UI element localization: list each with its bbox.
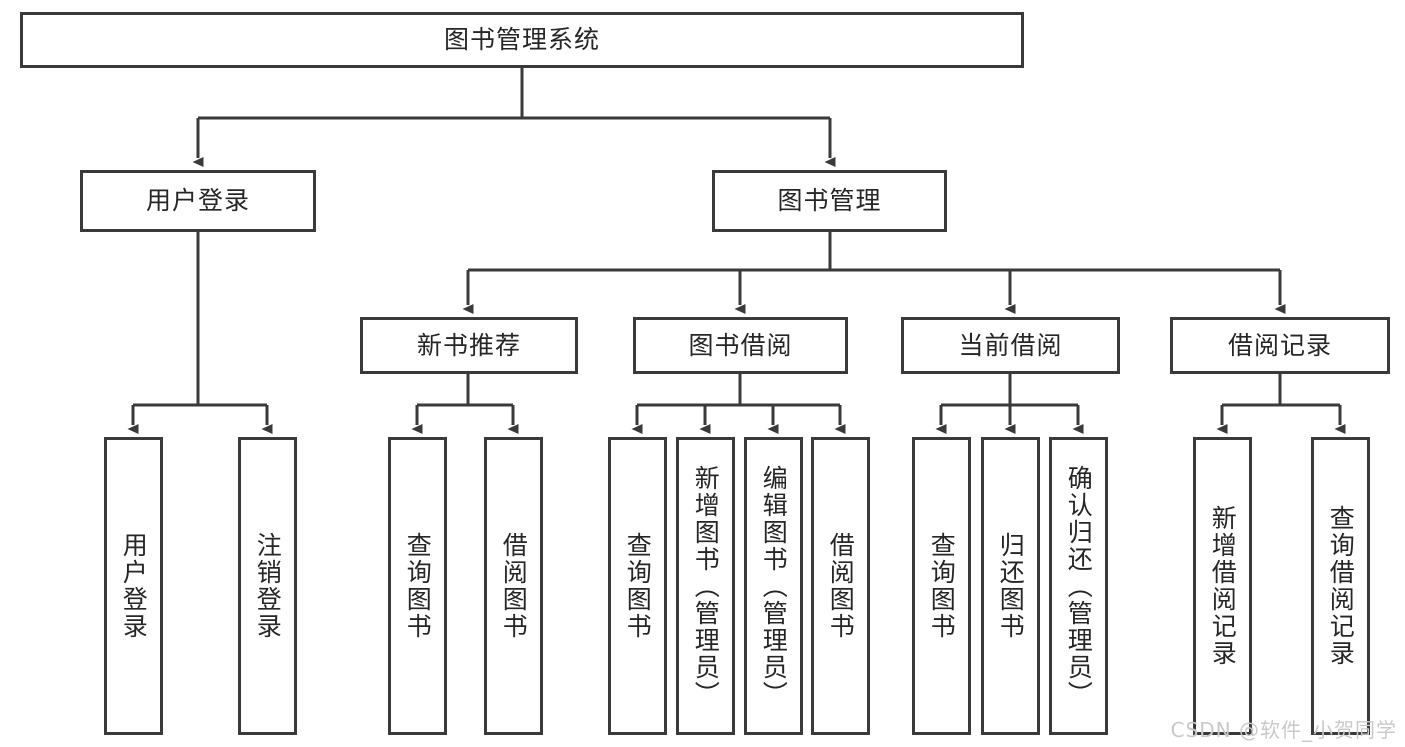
- leaf-current-query-book[interactable]: 查询图书: [912, 437, 971, 735]
- node-label: 新增借阅记录: [1208, 505, 1238, 667]
- leaf-borrow-query-book[interactable]: 查询图书: [608, 437, 667, 735]
- node-label: 新增图书（管理员）: [691, 464, 721, 708]
- node-label: 归还图书: [996, 532, 1026, 640]
- leaf-user-login[interactable]: 用户登录: [104, 437, 163, 735]
- node-book-management[interactable]: 图书管理: [712, 170, 947, 232]
- node-label: 借阅图书: [499, 532, 529, 640]
- node-label: 注销登录: [253, 532, 283, 640]
- leaf-record-query-borrow-record[interactable]: 查询借阅记录: [1311, 437, 1370, 735]
- node-label: 借阅图书: [826, 532, 856, 640]
- node-label: 查询借阅记录: [1326, 505, 1356, 667]
- node-label: 新书推荐: [416, 330, 521, 360]
- node-new-book-recommend[interactable]: 新书推荐: [360, 317, 578, 374]
- node-label: 图书管理: [777, 186, 882, 216]
- node-current-borrow[interactable]: 当前借阅: [901, 317, 1120, 374]
- leaf-current-return-book[interactable]: 归还图书: [981, 437, 1040, 735]
- leaf-user-logout[interactable]: 注销登录: [238, 437, 297, 735]
- leaf-recommend-query-book[interactable]: 查询图书: [388, 437, 447, 735]
- node-label: 查询图书: [927, 532, 957, 640]
- node-label: 当前借阅: [958, 330, 1063, 360]
- node-book-borrow[interactable]: 图书借阅: [633, 317, 848, 374]
- leaf-borrow-edit-book-admin[interactable]: 编辑图书（管理员）: [744, 437, 803, 735]
- leaf-recommend-borrow-book[interactable]: 借阅图书: [484, 437, 543, 735]
- node-label: 查询图书: [623, 532, 653, 640]
- node-label: 编辑图书（管理员）: [759, 464, 789, 708]
- node-label: 用户登录: [145, 186, 250, 216]
- node-label: 确认归还（管理员）: [1064, 464, 1094, 708]
- node-user-login[interactable]: 用户登录: [80, 170, 316, 232]
- node-borrow-record[interactable]: 借阅记录: [1170, 317, 1390, 374]
- leaf-borrow-add-book-admin[interactable]: 新增图书（管理员）: [676, 437, 735, 735]
- leaf-borrow-borrow-book[interactable]: 借阅图书: [811, 437, 870, 735]
- node-label: 图书管理系统: [443, 25, 600, 55]
- node-label: 图书借阅: [688, 330, 793, 360]
- node-root-book-management-system[interactable]: 图书管理系统: [20, 12, 1024, 68]
- node-label: 用户登录: [119, 532, 149, 640]
- node-label: 查询图书: [403, 532, 433, 640]
- leaf-current-confirm-return-admin[interactable]: 确认归还（管理员）: [1049, 437, 1108, 735]
- leaf-record-add-borrow-record[interactable]: 新增借阅记录: [1193, 437, 1252, 735]
- node-label: 借阅记录: [1227, 330, 1332, 360]
- csdn-watermark: CSDN @软件_小贺同学: [1170, 718, 1397, 742]
